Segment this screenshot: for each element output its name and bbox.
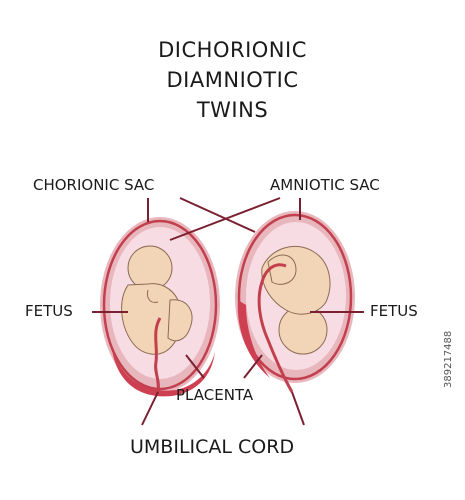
title-line-3: TWINS xyxy=(196,98,269,122)
leader-cord-left xyxy=(141,391,159,426)
leader-lines xyxy=(92,197,364,426)
right-fetus-leg xyxy=(267,254,297,285)
label-umbilical-cord: UMBILICAL CORD xyxy=(130,436,295,458)
leader-amniotic-left xyxy=(169,197,281,241)
left-fetus xyxy=(121,245,193,355)
right-umbilical-cord xyxy=(257,263,294,393)
watermark-text: 389217488 xyxy=(443,330,454,388)
left-chorion-ring xyxy=(102,219,218,391)
left-sac xyxy=(100,217,220,397)
left-fetus-arm xyxy=(147,289,159,303)
leader-chorionic-right xyxy=(179,197,256,233)
left-umbilical-cord xyxy=(154,317,162,393)
label-fetus-left: FETUS xyxy=(25,302,73,320)
left-fetus-leg xyxy=(167,299,193,342)
right-placenta xyxy=(237,300,270,378)
leader-placenta-right xyxy=(243,354,263,379)
title-line-2: DIAMNIOTIC xyxy=(166,68,299,92)
right-sac xyxy=(235,211,355,393)
leader-placenta-left xyxy=(185,354,205,379)
leader-cord-right xyxy=(291,391,305,426)
label-chorionic-sac: CHORIONIC SAC xyxy=(33,176,155,194)
right-chorion-ring xyxy=(237,213,353,381)
label-amniotic-sac: AMNIOTIC SAC xyxy=(270,176,380,194)
left-fetus-body xyxy=(121,283,182,355)
label-placenta: PLACENTA xyxy=(176,386,254,404)
label-fetus-right: FETUS xyxy=(370,302,418,320)
title-line-1: DICHORIONIC xyxy=(158,38,307,62)
left-placenta xyxy=(112,350,215,397)
